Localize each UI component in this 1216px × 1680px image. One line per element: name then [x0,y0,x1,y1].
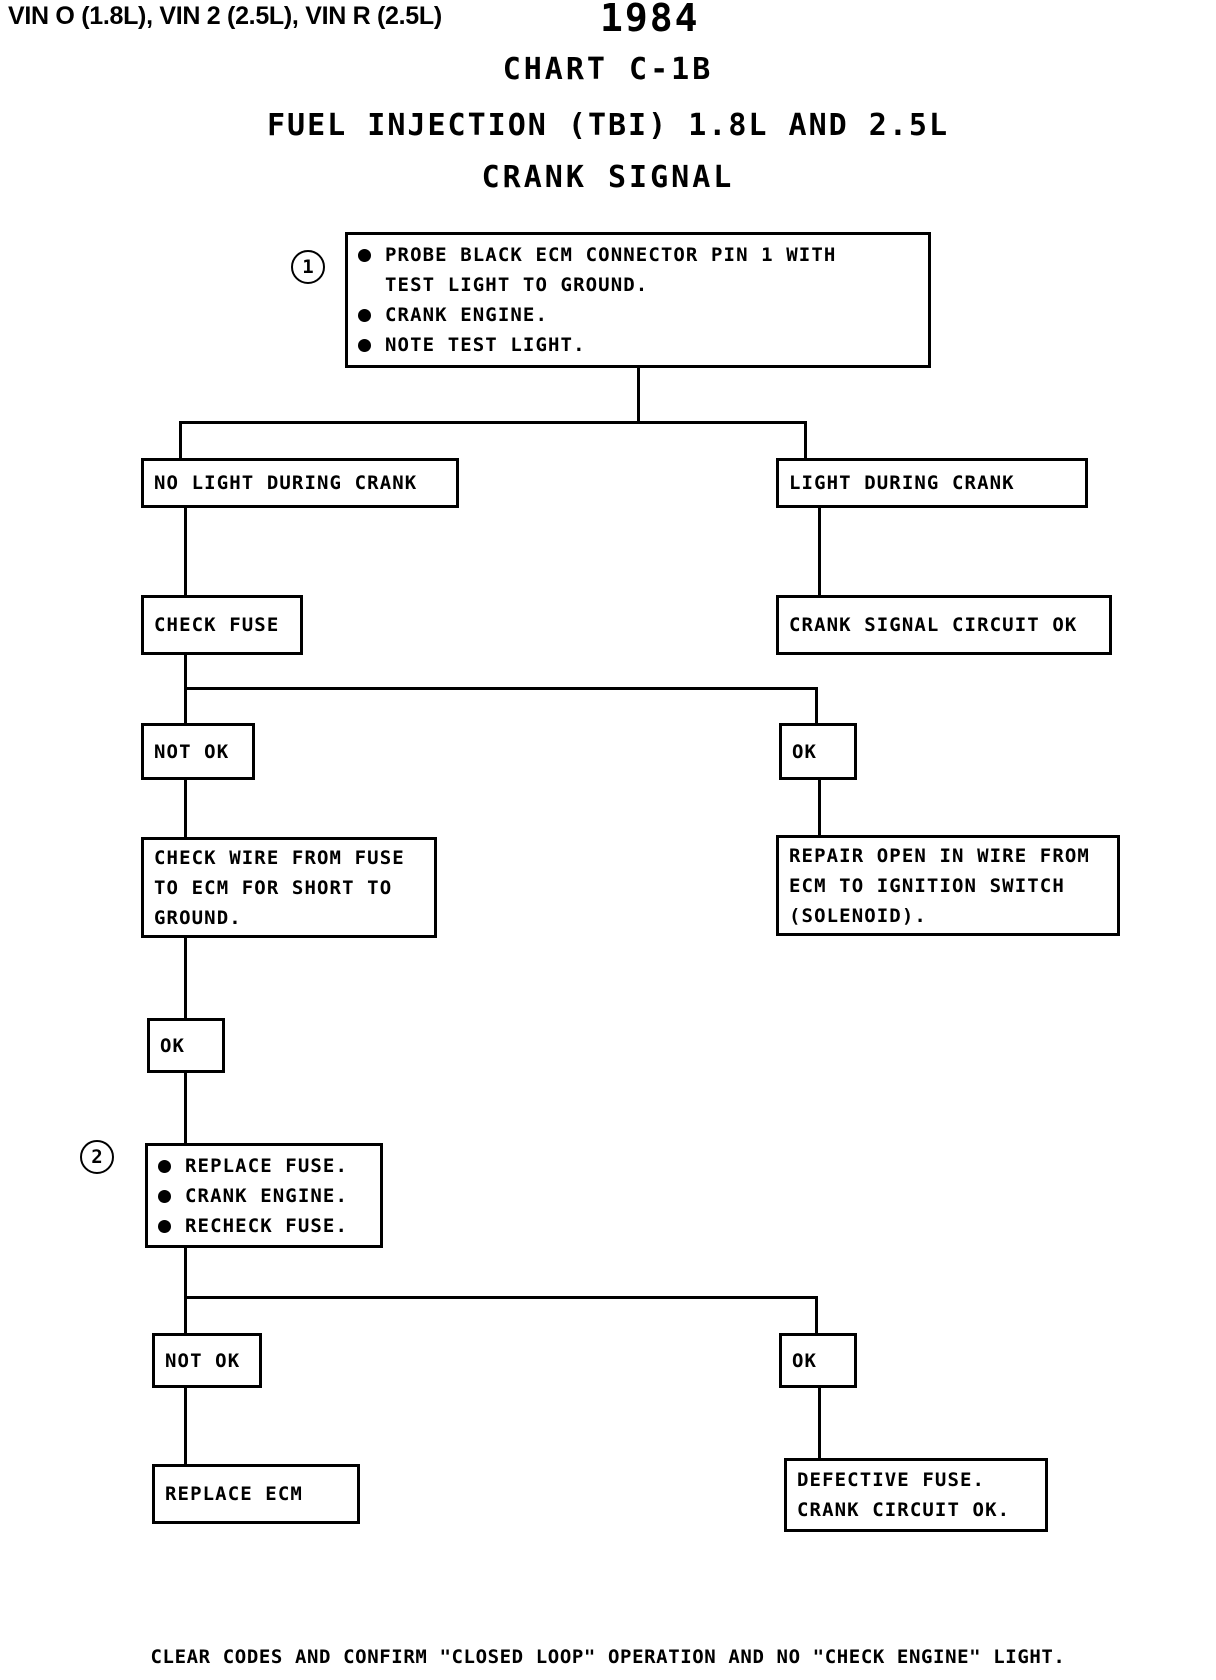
node-ok-1[interactable]: OK [779,723,857,780]
connector-notok3-to-replaceecm [184,1388,187,1464]
connector-right-drop-2 [815,687,818,730]
connector-split-bar-1 [179,421,807,424]
connector-right-drop-3 [815,1296,818,1338]
connector-ok3-to-defectivefuse [818,1388,821,1458]
step-marker-1: 1 [291,250,325,284]
bullet-dot-icon [158,1159,171,1173]
connector-right-drop-1 [804,421,807,458]
connector-notok1-to-checkwire [184,780,187,837]
connector-ok1-to-repair [818,780,821,835]
step-marker-2-label: 2 [91,1146,103,1168]
step2-bullet-2: CRANK ENGINE. [158,1181,370,1211]
chart-title: CHART C-1B [502,52,714,87]
node-step2[interactable]: REPLACE FUSE. CRANK ENGINE. RECHECK FUSE… [145,1143,383,1248]
step-marker-2: 2 [80,1140,114,1174]
node-repair-open-in-wire[interactable]: REPAIR OPEN IN WIRE FROM ECM TO IGNITION… [776,835,1120,936]
node-defective-fuse[interactable]: DEFECTIVE FUSE. CRANK CIRCUIT OK. [784,1458,1048,1532]
node-check-fuse[interactable]: CHECK FUSE [141,595,303,655]
node-not-ok-1[interactable]: NOT OK [141,723,255,780]
bullet-dot-icon [158,1219,171,1233]
node-ok-2[interactable]: OK [147,1018,225,1073]
bullet-dot-icon [358,339,371,352]
connector-ok2-to-step2 [184,1073,187,1143]
node-light-during-crank[interactable]: LIGHT DURING CRANK [776,458,1088,508]
node-not-ok-3[interactable]: NOT OK [152,1333,262,1388]
node-ok-3[interactable]: OK [779,1333,857,1388]
node-step1[interactable]: PROBE BLACK ECM CONNECTOR PIN 1 WITH TES… [345,232,931,368]
model-year-text: 1984 [600,0,700,40]
vin-applicability-text: VIN O (1.8L), VIN 2 (2.5L), VIN R (2.5L) [8,2,442,30]
node-crank-signal-circuit-ok[interactable]: CRANK SIGNAL CIRCUIT OK [776,595,1112,655]
step1-bullet-3: NOTE TEST LIGHT. [358,330,918,360]
bullet-dot-icon [358,249,371,262]
node-replace-ecm[interactable]: REPLACE ECM [152,1464,360,1524]
step1-bullet-1: PROBE BLACK ECM CONNECTOR PIN 1 WITH [358,240,918,270]
connector-checkfuse-down [184,655,187,740]
connector-light-to-crankok [818,508,821,625]
bullet-dot-icon [158,1189,171,1203]
node-check-wire-from-fuse[interactable]: CHECK WIRE FROM FUSE TO ECM FOR SHORT TO… [141,837,437,938]
step2-bullet-3: RECHECK FUSE. [158,1211,370,1241]
connector-split-bar-3 [184,1296,818,1299]
bullet-dot-icon [358,309,371,322]
connector-step2-down [184,1248,187,1338]
footer-note: CLEAR CODES AND CONFIRM "CLOSED LOOP" OP… [150,1646,1066,1668]
connector-nolight-to-checkfuse [184,508,187,625]
chart-subtitle: FUEL INJECTION (TBI) 1.8L AND 2.5L [266,108,950,143]
step1-bullet-2: CRANK ENGINE. [358,300,918,330]
step-marker-1-label: 1 [302,256,314,278]
node-no-light-during-crank[interactable]: NO LIGHT DURING CRANK [141,458,459,508]
step2-bullet-1: REPLACE FUSE. [158,1151,370,1181]
chart-subject: CRANK SIGNAL [481,160,735,195]
connector-checkwire-to-ok2 [184,938,187,1018]
step1-bullet-1-continuation: TEST LIGHT TO GROUND. [385,274,649,296]
connector-left-drop-1 [179,421,182,458]
connector-split-bar-2 [184,687,818,690]
connector-step1-down [637,368,640,423]
